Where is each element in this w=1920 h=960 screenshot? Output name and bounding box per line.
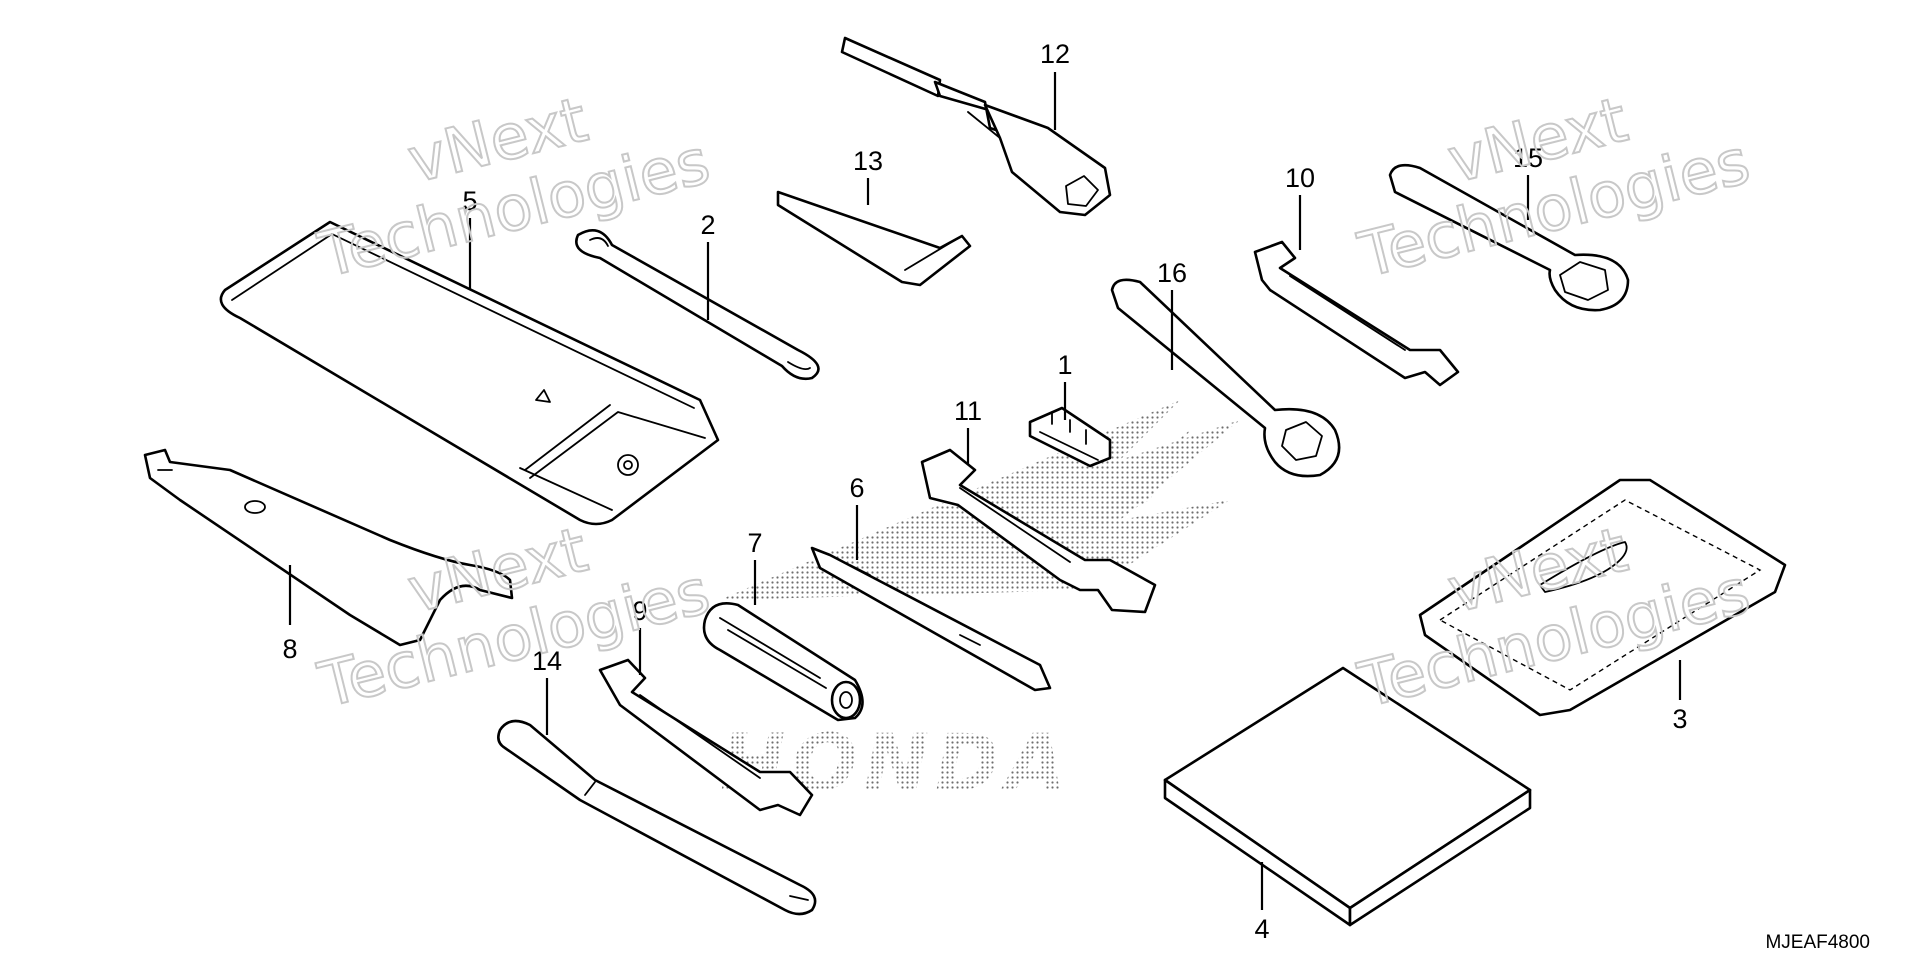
manual-book-icon — [1163, 666, 1532, 927]
wrench-10-icon — [598, 658, 814, 817]
callout-13: 13 — [853, 146, 883, 176]
open-wrench-icon — [920, 448, 1157, 614]
callout-5: 5 — [462, 186, 477, 216]
ring-wrench-17-icon — [1110, 278, 1341, 478]
cable-loop-icon — [575, 229, 820, 381]
fuse-clip-icon — [1028, 406, 1112, 468]
ring-wrench-22-icon — [1388, 163, 1630, 312]
callout-15: 15 — [1513, 143, 1543, 173]
spark-plug-socket-icon — [840, 36, 1112, 217]
callout-11: 11 — [954, 396, 982, 426]
brand-wing-logo: HONDA — [720, 400, 1240, 809]
callout-leaders — [288, 72, 1682, 910]
screwdriver-bit-icon — [810, 546, 1052, 692]
pin-spanner-icon — [143, 448, 514, 647]
callout-9: 9 — [632, 596, 647, 626]
callout-8: 8 — [282, 634, 297, 664]
callout-labels: 12 13 2 5 1 11 16 10 15 6 7 8 9 14 3 4 — [282, 39, 1687, 944]
callout-12: 12 — [1040, 39, 1070, 69]
callout-14: 14 — [532, 646, 562, 676]
extension-handle-icon — [497, 719, 817, 916]
callout-4: 4 — [1254, 914, 1269, 944]
callout-3: 3 — [1672, 704, 1687, 734]
callout-16: 16 — [1157, 258, 1187, 288]
callout-2: 2 — [700, 210, 715, 240]
callout-10: 10 — [1285, 163, 1315, 193]
hex-key-icon — [776, 190, 972, 287]
callout-6: 6 — [849, 473, 864, 503]
callout-7: 7 — [747, 528, 762, 558]
wrench-8-12-icon — [1253, 240, 1460, 387]
callout-1: 1 — [1057, 350, 1072, 380]
reference-code: MJEAF4800 — [1765, 932, 1870, 953]
tool-bag-icon — [219, 220, 720, 526]
watermark-top-left: vNext Technologies — [310, 82, 717, 293]
flat-pouch-icon — [1418, 478, 1787, 717]
screwdriver-handle-icon — [702, 602, 864, 722]
